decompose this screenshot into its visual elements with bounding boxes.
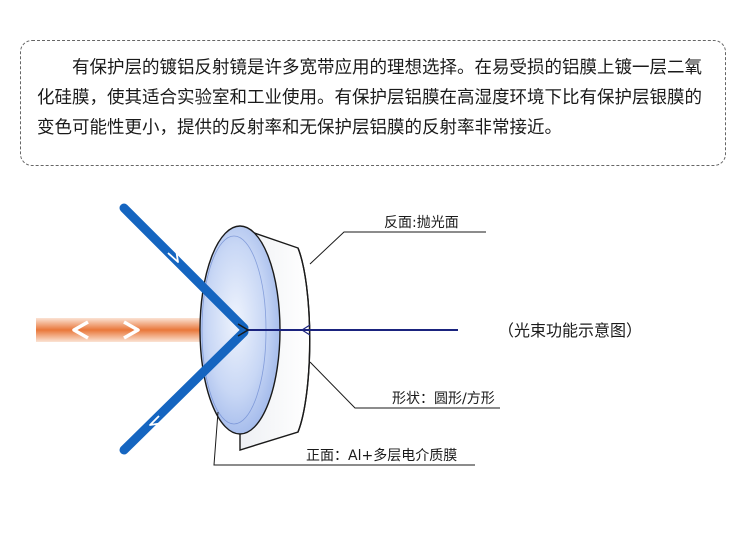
leader-front-face (213, 411, 475, 466)
reflection-point-tip (237, 323, 250, 337)
back-face-label: 反面:抛光面 (384, 215, 459, 231)
front-face-label: 正面：Al+多层电介质膜 (306, 447, 457, 464)
reflected-beam-upper-arrow (167, 248, 179, 263)
incident-beam-arrow-left (72, 320, 89, 340)
reflected-beam-lower-arrow (149, 415, 164, 426)
description-text: 有保护层的镀铝反射镜是许多宽带应用的理想选择。在易受损的铝膜上镀一层二氧化硅膜，… (37, 58, 702, 138)
incident-beam-arrow-right (123, 320, 140, 340)
shape-label: 形状：圆形/方形 (392, 391, 495, 407)
diagram-caption: （光束功能示意图） (498, 321, 642, 340)
leader-back-face (309, 231, 486, 265)
mirror-back-edge (297, 247, 311, 433)
leader-shape (309, 361, 500, 409)
reflected-beam-lower (119, 327, 249, 455)
reflected-beam-upper (119, 203, 249, 333)
transmitted-beam-arrow (300, 324, 311, 336)
description-box: 有保护层的镀铝反射镜是许多宽带应用的理想选择。在易受损的铝膜上镀一层二氧化硅膜，… (20, 40, 726, 166)
